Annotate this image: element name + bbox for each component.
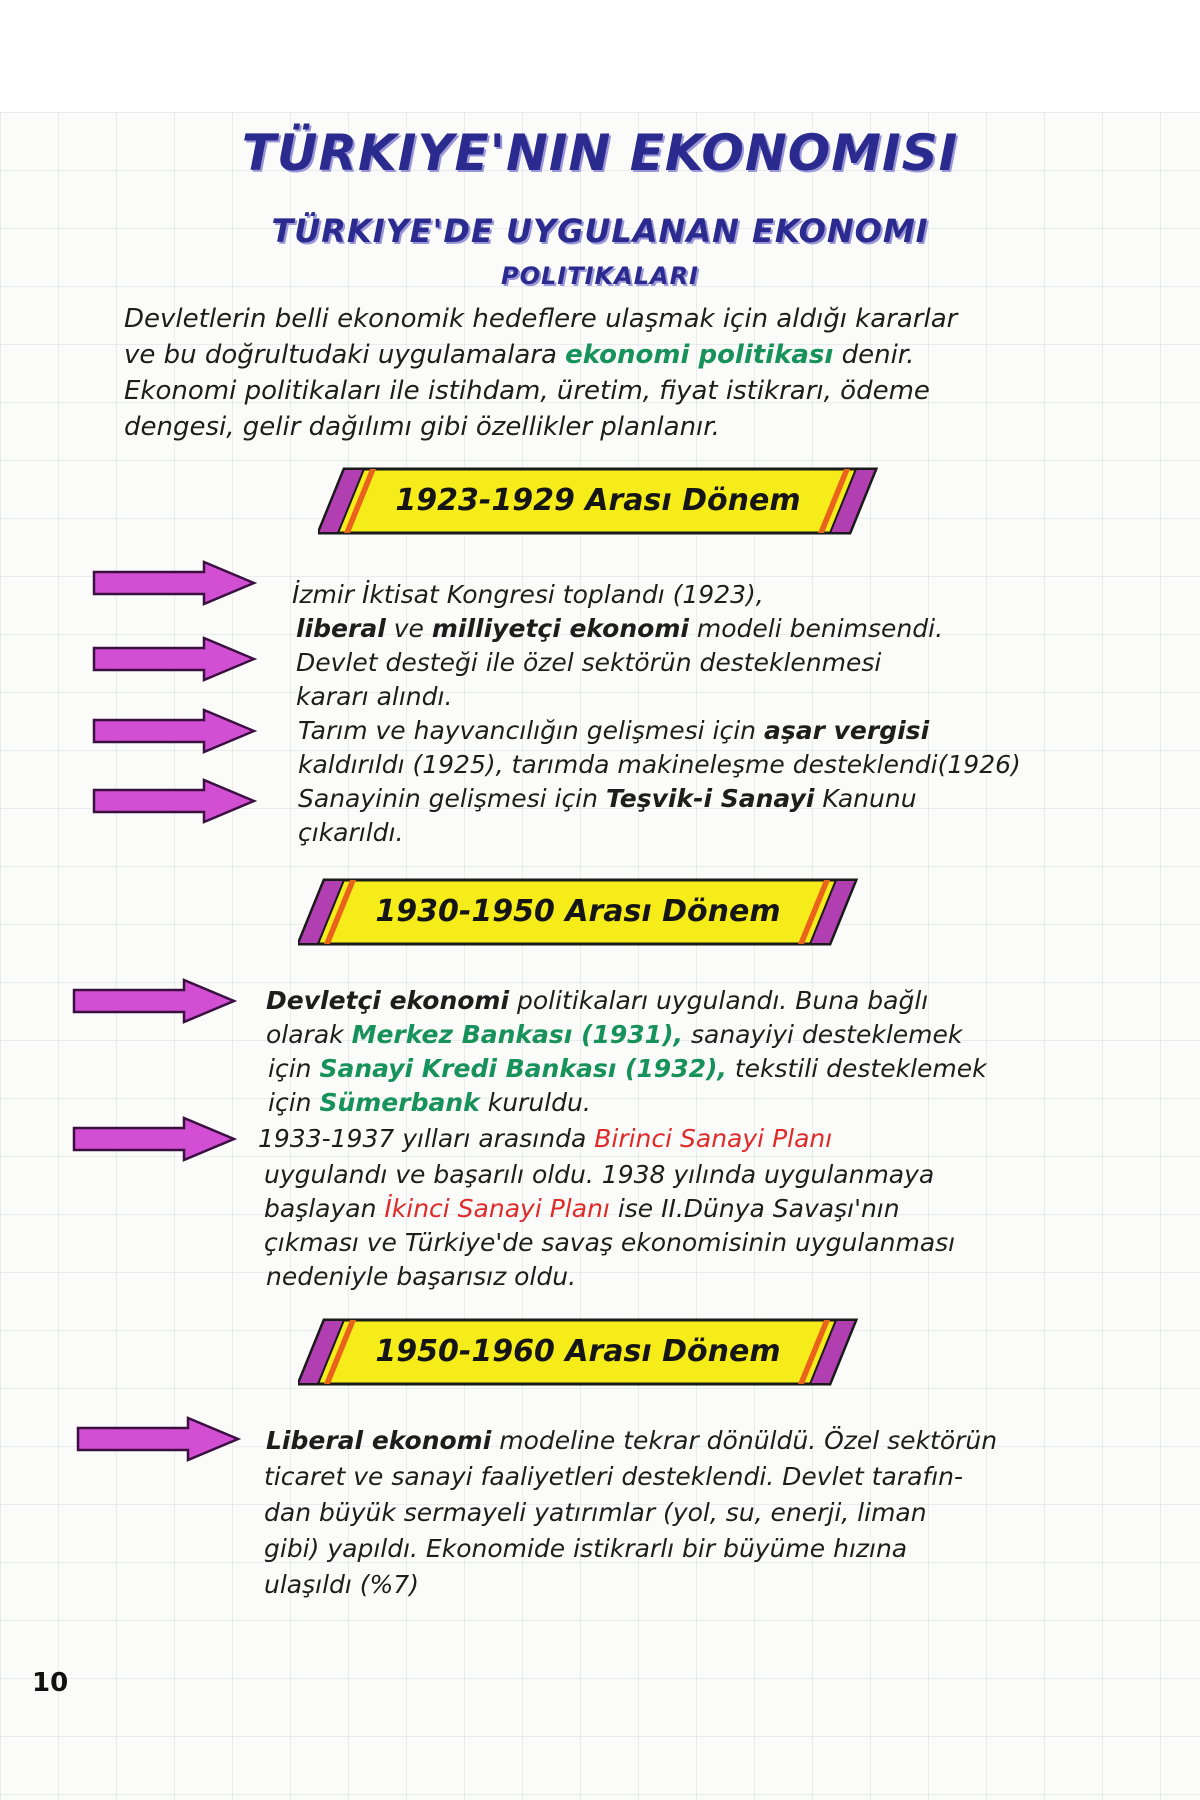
- body-line: Devlet desteği ile özel sektörün destekl…: [296, 648, 882, 677]
- body-line: Tarım ve hayvancılığın gelişmesi için aş…: [298, 714, 929, 748]
- page-subtitle-continued: Politikaları: [501, 262, 699, 290]
- arrow-right-icon: [72, 978, 238, 1024]
- page-title: Türkiye'nin Ekonomisi: [241, 124, 959, 182]
- key-term: Merkez Bankası (1931),: [351, 1020, 684, 1049]
- text: Kanunu: [822, 784, 917, 813]
- banner-shape: [298, 1318, 858, 1386]
- text: modeline tekrar dönüldü. Özel sektörün: [499, 1426, 998, 1455]
- body-line: ulaşıldı (%7): [264, 1570, 419, 1599]
- body-line: için Sümerbank kuruldu.: [268, 1086, 591, 1120]
- text: Tarım ve hayvancılığın gelişmesi için: [298, 716, 757, 745]
- intro-line: ve bu doğrultudaki uygulamalara ekonomi …: [124, 338, 914, 372]
- arrow-right-icon: [92, 708, 258, 754]
- key-term: İkinci Sanayi Planı: [384, 1194, 610, 1223]
- body-line: gibi) yapıldı. Ekonomide istikrarlı bir …: [264, 1534, 908, 1563]
- text: denir.: [841, 340, 915, 370]
- body-line: ticaret ve sanayi faaliyetleri desteklen…: [264, 1462, 963, 1491]
- intro-line: dengesi, gelir dağılımı gibi özellikler …: [124, 412, 720, 442]
- body-line: 1933-1937 yılları arasında Birinci Sanay…: [258, 1122, 832, 1156]
- banner-shape: [318, 467, 878, 535]
- period-banner-1923-1929: 1923-1929 Arası Dönem: [318, 465, 878, 537]
- body-line: İzmir İktisat Kongresi toplandı (1923),: [292, 580, 764, 609]
- body-line: uygulandı ve başarılı oldu. 1938 yılında…: [264, 1160, 935, 1189]
- body-line: nedeniyle başarısız oldu.: [266, 1262, 577, 1291]
- period-title: 1923-1929 Arası Dönem: [395, 483, 801, 518]
- intro-line: Ekonomi politikaları ile istihdam, üreti…: [124, 376, 930, 406]
- body-line: kaldırıldı (1925), tarımda makineleşme d…: [298, 750, 1021, 779]
- body-line: Sanayinin gelişmesi için Teşvik-i Sanayi…: [298, 782, 917, 816]
- arrow-right-icon: [92, 778, 258, 824]
- text: için: [268, 1088, 312, 1117]
- body-line: liberal ve milliyetçi ekonomi modeli ben…: [296, 612, 943, 646]
- text: ise II.Dünya Savaşı'nın: [617, 1194, 900, 1223]
- text: kuruldu.: [487, 1088, 591, 1117]
- key-term: Birinci Sanayi Planı: [594, 1124, 833, 1153]
- period-banner-1950-1960: 1950-1960 Arası Dönem: [298, 1316, 858, 1388]
- page-number: 10: [32, 1668, 69, 1698]
- text: Sanayinin gelişmesi için: [298, 784, 598, 813]
- bold-term: aşar vergisi: [763, 716, 930, 745]
- arrow-right-icon: [72, 1116, 238, 1162]
- key-term: ekonomi politikası: [565, 340, 834, 370]
- banner-shape: [298, 878, 858, 946]
- bold-term: liberal: [296, 614, 386, 643]
- text: 1933-1937 yılları arasında: [258, 1124, 587, 1153]
- bold-term: milliyetçi ekonomi: [431, 614, 689, 643]
- arrow-right-icon: [92, 636, 258, 682]
- body-line: çıkarıldı.: [298, 818, 404, 847]
- body-line: dan büyük sermayeli yatırımlar (yol, su,…: [264, 1498, 927, 1527]
- text: ve: [393, 614, 424, 643]
- key-term: Sümerbank: [319, 1088, 480, 1117]
- notebook-page: [0, 112, 1200, 1800]
- text: tekstili desteklemek: [734, 1054, 987, 1083]
- key-term: Sanayi Kredi Bankası (1932),: [319, 1054, 727, 1083]
- text: sanayiyi desteklemek: [690, 1020, 963, 1049]
- body-line: Devletçi ekonomi politikaları uygulandı.…: [266, 984, 928, 1018]
- body-line: Liberal ekonomi modeline tekrar dönüldü.…: [266, 1424, 997, 1458]
- body-line: için Sanayi Kredi Bankası (1932), teksti…: [268, 1052, 987, 1086]
- bold-term: Liberal ekonomi: [266, 1426, 492, 1455]
- text: için: [268, 1054, 312, 1083]
- text: başlayan: [264, 1194, 377, 1223]
- body-line: başlayan İkinci Sanayi Planı ise II.Düny…: [264, 1192, 900, 1226]
- period-title: 1930-1950 Arası Dönem: [375, 894, 781, 929]
- arrow-right-icon: [76, 1416, 242, 1462]
- body-line: olarak Merkez Bankası (1931), sanayiyi d…: [266, 1018, 962, 1052]
- period-title: 1950-1960 Arası Dönem: [375, 1334, 781, 1369]
- arrow-right-icon: [92, 560, 258, 606]
- intro-line: Devletlerin belli ekonomik hedeflere ula…: [124, 304, 958, 334]
- text: politikaları uygulandı. Buna bağlı: [516, 986, 929, 1015]
- period-banner-1930-1950: 1930-1950 Arası Dönem: [298, 876, 858, 948]
- body-line: kararı alındı.: [296, 682, 453, 711]
- text: olarak: [266, 1020, 344, 1049]
- top-bar: [0, 0, 1200, 112]
- bold-term: Devletçi ekonomi: [266, 986, 510, 1015]
- text: modeli benimsendi.: [696, 614, 944, 643]
- body-line: çıkması ve Türkiye'de savaş ekonomisinin…: [264, 1228, 956, 1257]
- text: ve bu doğrultudaki uygulamalara: [124, 340, 557, 370]
- bold-term: Teşvik-i Sanayi: [605, 784, 815, 813]
- page-subtitle: Türkiye'de Uygulanan Ekonomi: [271, 212, 929, 250]
